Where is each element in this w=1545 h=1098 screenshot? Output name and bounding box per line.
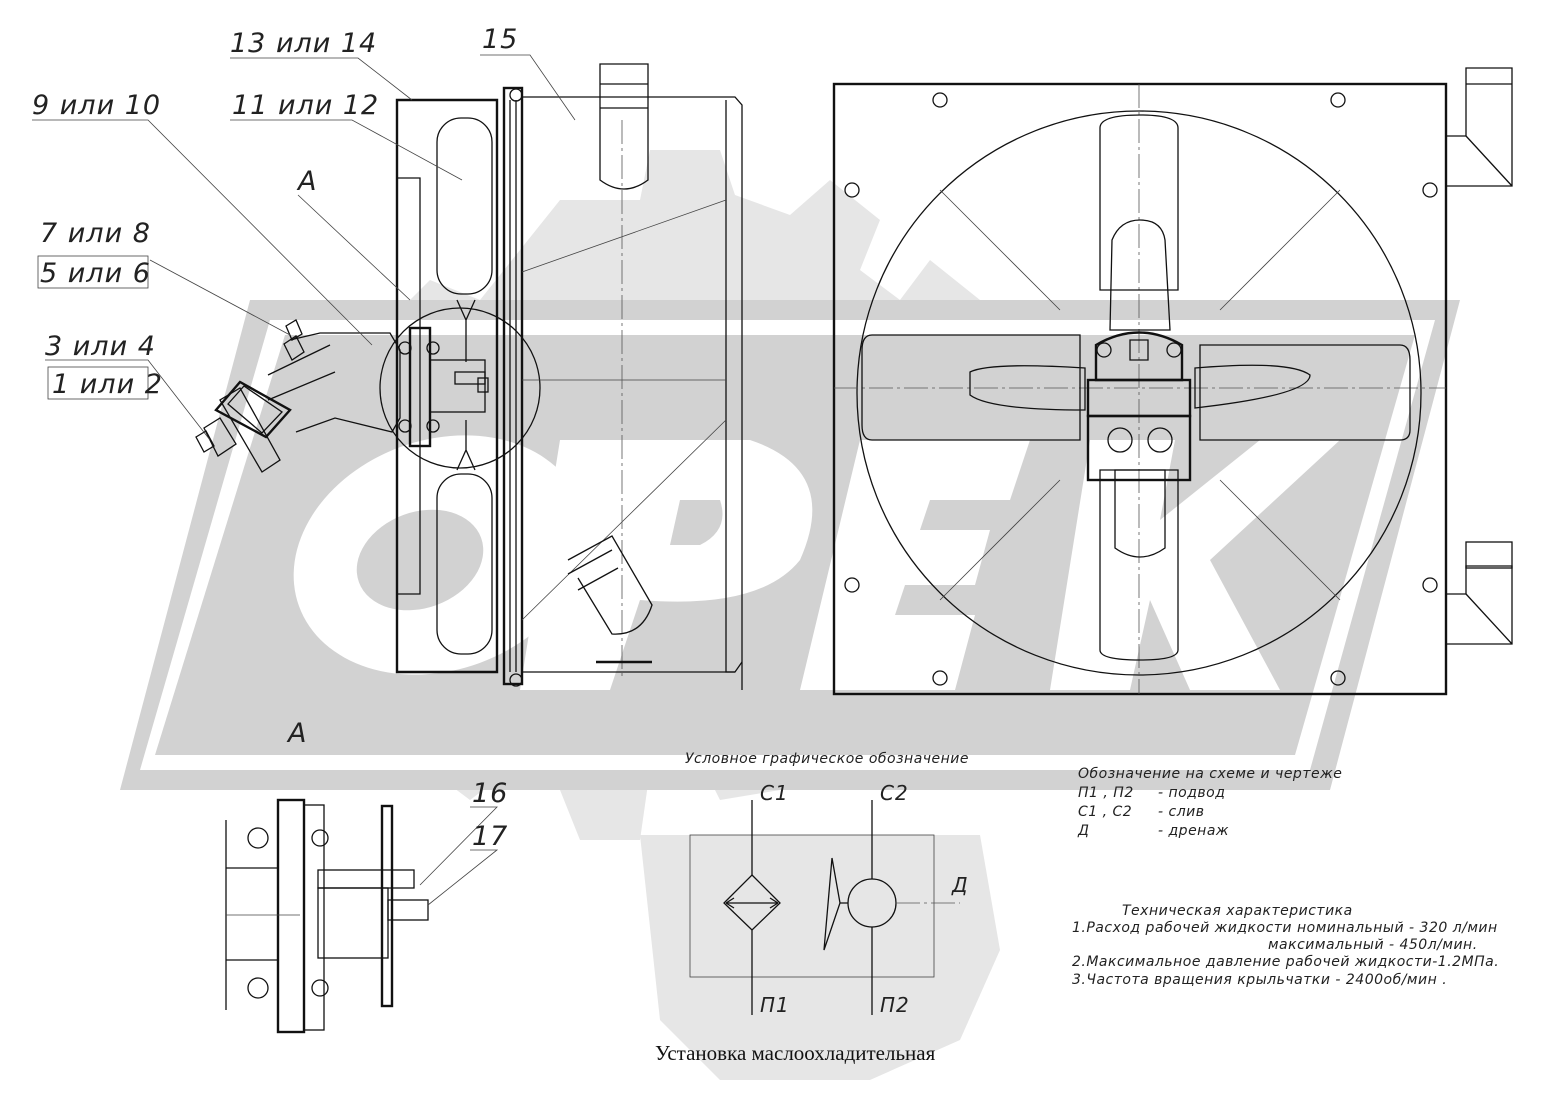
port-c2-label: С2 — [880, 781, 909, 805]
specs-line: 3.Частота вращения крыльчатки - 2400об/м… — [1072, 972, 1447, 988]
specs-line: 2.Максимальное давление рабочей жидкости… — [1072, 954, 1499, 970]
callout-16: 16 — [472, 778, 508, 809]
specs-heading: Техническая характеристика — [1122, 903, 1353, 919]
symbol-caption: Условное графическое обозначение — [685, 751, 969, 767]
watermark-logo — [120, 150, 1460, 1080]
callout-1-2: 1 или 2 — [52, 369, 163, 400]
callout-13-14: 13 или 14 — [230, 28, 377, 59]
legend-code: Д — [1077, 823, 1089, 839]
callout-9-10: 9 или 10 — [32, 90, 161, 121]
specs-line: максимальный - 450л/мин. — [1268, 937, 1478, 953]
front-view — [832, 67, 1513, 696]
legend-desc: - слив — [1158, 804, 1205, 820]
detail-view-a — [225, 798, 429, 1034]
hydraulic-symbol — [689, 800, 960, 1015]
legend-heading: Обозначение на схеме и чертеже — [1078, 766, 1342, 782]
callout-5-6: 5 или 6 — [40, 258, 151, 289]
legend-code: П1 , П2 — [1078, 785, 1134, 801]
port-d-label: Д — [951, 873, 969, 897]
legend-code: С1 , С2 — [1078, 804, 1132, 820]
port-p2-label: П2 — [880, 993, 910, 1017]
callout-17: 17 — [472, 821, 508, 852]
callout-15: 15 — [482, 24, 518, 55]
legend-desc: - дренаж — [1158, 823, 1229, 839]
port-p1-label: П1 — [760, 993, 790, 1017]
callout-7-8: 7 или 8 — [40, 218, 151, 249]
view-section-label-a: А — [286, 718, 307, 749]
callout-11-12: 11 или 12 — [232, 90, 379, 121]
side-view — [195, 63, 743, 690]
callout-3-4: 3 или 4 — [45, 331, 156, 362]
hex-nuts — [844, 92, 1438, 686]
specs-line: 1.Расход рабочей жидкости номинальный - … — [1072, 920, 1498, 936]
leader-lines — [32, 54, 576, 906]
view-label-a: А — [296, 166, 317, 197]
drawing-title: Установка маслоохладительная — [655, 1041, 936, 1065]
legend-desc: - подвод — [1158, 785, 1225, 801]
port-c1-label: С1 — [760, 781, 789, 805]
